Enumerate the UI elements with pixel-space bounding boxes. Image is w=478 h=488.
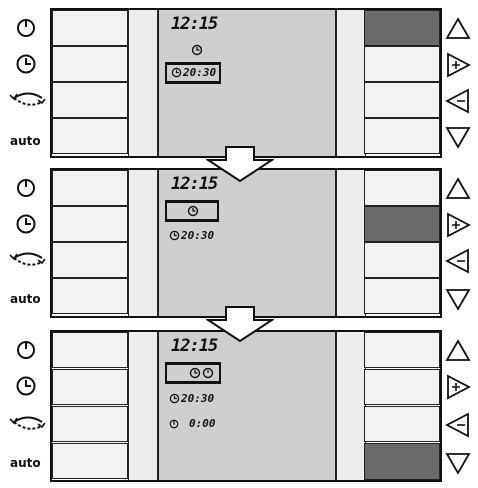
clock-icon — [16, 54, 36, 74]
auto-label: auto — [10, 134, 41, 148]
clock-key[interactable] — [52, 369, 128, 405]
back-key[interactable] — [364, 406, 440, 442]
down-arrow-icon — [206, 306, 274, 342]
timer-icon — [202, 367, 214, 379]
clock-icon — [169, 393, 180, 404]
cycle-key[interactable] — [52, 242, 128, 278]
selection-box — [165, 362, 221, 384]
panel-3-lcd: 12:15 20:30 0:00 — [158, 332, 336, 480]
panel-2-strip-right — [336, 170, 366, 316]
plus-key[interactable] — [364, 46, 440, 82]
lcd-off-time: 0:00 — [189, 417, 216, 430]
down-triangle-icon — [445, 453, 471, 475]
panel-2-lcd: 12:15 20:30 — [158, 170, 336, 316]
down-key[interactable] — [364, 278, 440, 314]
up-key[interactable] — [364, 170, 440, 206]
power-key[interactable] — [52, 332, 128, 368]
down-key[interactable] — [364, 443, 440, 480]
panel-1-strip-left — [128, 10, 158, 156]
auto-label: auto — [10, 456, 41, 470]
power-icon — [17, 19, 35, 37]
back-key[interactable] — [364, 82, 440, 118]
plus-key[interactable] — [364, 206, 440, 242]
power-icon — [169, 419, 179, 429]
panel-1-lcd: 12:15 20:30 — [158, 10, 336, 156]
left-triangle-icon — [445, 248, 469, 274]
panel-2-strip-left — [128, 170, 158, 316]
left-triangle-icon — [445, 412, 469, 438]
power-icon — [17, 341, 35, 359]
back-key[interactable] — [364, 242, 440, 278]
left-triangle-icon — [445, 88, 469, 114]
selection-box — [165, 62, 221, 84]
up-key[interactable] — [364, 10, 440, 46]
clock-icon — [171, 67, 182, 78]
cycle-icon — [9, 252, 46, 266]
panel-3-strip-left — [128, 332, 158, 480]
lcd-set-time: 20:30 — [181, 392, 215, 405]
down-key[interactable] — [364, 118, 440, 154]
clock-icon — [16, 376, 36, 396]
right-plus-triangle-icon — [447, 52, 471, 78]
auto-label: auto — [10, 292, 41, 306]
power-icon — [17, 179, 35, 197]
clock-icon — [16, 214, 36, 234]
power-key[interactable] — [52, 10, 128, 46]
cycle-icon — [9, 416, 46, 430]
lcd-set-time: 20:30 — [183, 66, 217, 79]
lcd-time: 12:15 — [171, 14, 218, 34]
auto-key[interactable] — [52, 278, 128, 314]
up-triangle-icon — [445, 339, 471, 361]
cycle-icon — [9, 92, 46, 106]
auto-key[interactable] — [52, 118, 128, 154]
up-key[interactable] — [364, 332, 440, 368]
right-plus-triangle-icon — [447, 212, 471, 238]
clock-icon — [169, 230, 180, 241]
clock-icon — [187, 205, 199, 217]
plus-key[interactable] — [364, 369, 440, 405]
panel-3-strip-right — [336, 332, 366, 480]
right-plus-triangle-icon — [447, 374, 471, 400]
clock-key[interactable] — [52, 206, 128, 242]
cycle-key[interactable] — [52, 82, 128, 118]
down-triangle-icon — [445, 289, 471, 311]
lcd-time: 12:15 — [171, 336, 218, 356]
clock-icon — [191, 44, 203, 56]
down-triangle-icon — [445, 127, 471, 149]
clock-key[interactable] — [52, 46, 128, 82]
selection-box — [165, 200, 219, 222]
auto-key[interactable] — [52, 443, 128, 479]
clock-icon — [189, 367, 201, 379]
panel-1-strip-right — [336, 10, 366, 156]
cycle-key[interactable] — [52, 406, 128, 442]
up-triangle-icon — [445, 17, 471, 39]
lcd-set-time: 20:30 — [181, 229, 215, 242]
down-arrow-icon — [206, 146, 274, 182]
power-key[interactable] — [52, 170, 128, 206]
lcd-time: 12:15 — [171, 174, 218, 194]
up-triangle-icon — [445, 177, 471, 199]
